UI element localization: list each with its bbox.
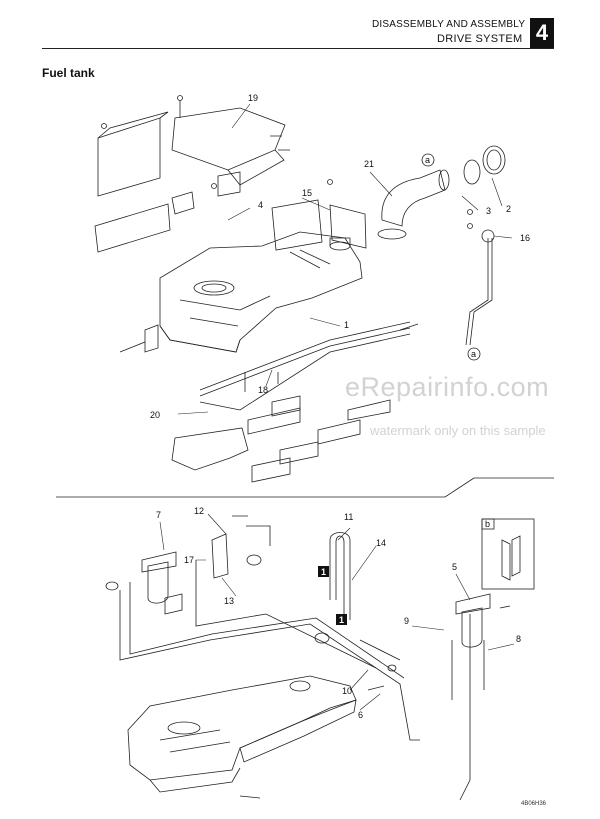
- inset-b-label: b: [485, 519, 490, 529]
- callout-15: 15: [302, 188, 312, 198]
- callout-14: 14: [376, 538, 386, 548]
- water-separator: [461, 607, 483, 648]
- callout-10: 10: [342, 686, 352, 696]
- callout-9: 9: [404, 616, 409, 626]
- fuel-filter: [147, 561, 169, 604]
- marker-a-lower: a: [471, 349, 476, 359]
- return-line: [119, 590, 420, 741]
- lower-system-view: [105, 513, 535, 801]
- filler-hose: [381, 169, 446, 227]
- callout-7: 7: [156, 510, 161, 520]
- chapter-number-badge: 4: [530, 18, 554, 48]
- callout-5: 5: [452, 562, 457, 572]
- callout-21: 21: [364, 159, 374, 169]
- callout-17: 17: [184, 555, 194, 565]
- callout-1: 1: [344, 320, 349, 330]
- bracket: [97, 117, 161, 197]
- callout-4: 4: [258, 200, 263, 210]
- separator: [56, 477, 475, 498]
- section-title-header: DRIVE SYSTEM: [437, 33, 523, 45]
- callout-6: 6: [358, 710, 363, 720]
- callout-16: 16: [520, 233, 530, 243]
- upper-callouts: 19 21 15 4 3 2 16 1 18 20: [150, 93, 530, 420]
- header-rule: [42, 48, 554, 49]
- fuel-tank-body: [159, 231, 363, 353]
- inset-b-box: [481, 518, 535, 590]
- callout-19: 19: [248, 93, 258, 103]
- callout-13: 13: [224, 596, 234, 606]
- marker-1-top: 1: [321, 567, 326, 577]
- callout-12: 12: [194, 506, 204, 516]
- callout-20: 20: [150, 410, 160, 420]
- marker-1-bottom: 1: [339, 615, 344, 625]
- upper-exploded-view: [94, 95, 513, 483]
- watermark-site: eRepairinfo.com: [345, 372, 550, 402]
- page-title: Fuel tank: [42, 66, 95, 80]
- callout-8: 8: [516, 634, 521, 644]
- chapter-title: DISASSEMBLY AND ASSEMBLY: [372, 19, 526, 30]
- fuel-tank-lower: [127, 675, 357, 781]
- lower-callouts: 7 12 11 17 14 13 5 9 8 10 6: [156, 506, 521, 720]
- callout-11: 11: [344, 512, 353, 522]
- fuel-line: [465, 238, 489, 346]
- callout-18: 18: [258, 385, 268, 395]
- callout-3: 3: [486, 206, 491, 216]
- watermark-note: watermark only on this sample: [370, 423, 546, 438]
- callout-2: 2: [506, 204, 511, 214]
- figure-code: 4B06H36: [521, 801, 547, 807]
- marker-a-upper: a: [425, 155, 430, 165]
